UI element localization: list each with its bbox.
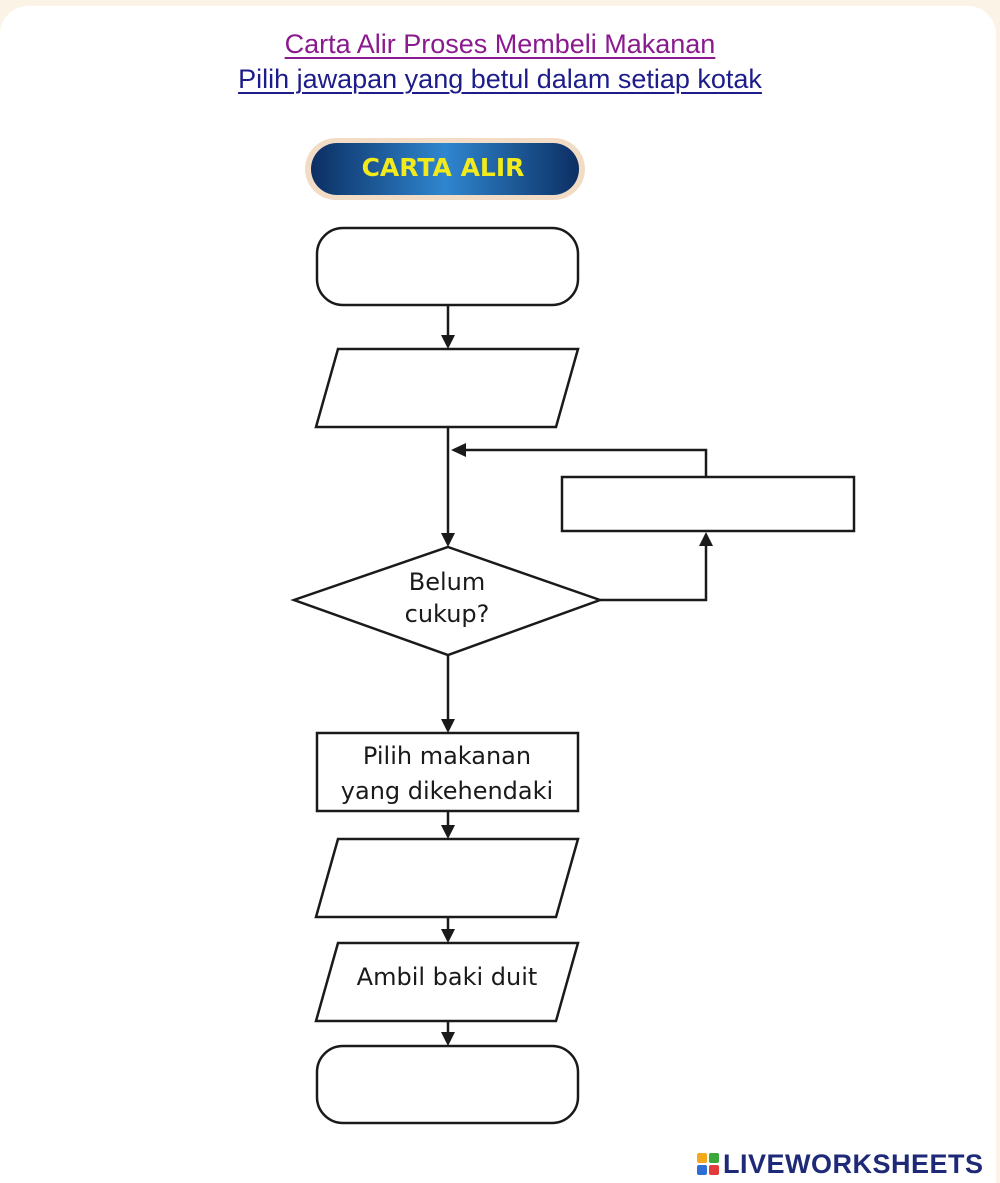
select-food-process (315, 731, 580, 813)
take-change-io (314, 941, 580, 1023)
arrowhead-icon (441, 335, 455, 349)
decision-label-line1: Belum (409, 568, 486, 596)
logo-square-3 (697, 1165, 707, 1175)
loop-process-answer-box[interactable] (560, 475, 856, 533)
arrowhead-icon (699, 532, 713, 546)
flowchart-badge: CARTA ALIR (305, 138, 585, 200)
logo-square-4 (709, 1165, 719, 1175)
badge-pill (311, 143, 579, 195)
badge-label: CARTA ALIR (362, 153, 525, 182)
connector-decision-to-loop (600, 545, 708, 602)
arrowhead-icon (441, 929, 455, 943)
input-2-answer-box[interactable] (314, 837, 580, 919)
input-1-answer-box[interactable] (314, 347, 580, 429)
arrowhead-icon (441, 533, 455, 547)
flowchart-connectors (441, 305, 713, 1046)
select-food-line1: Pilih makanan (363, 742, 531, 770)
liveworksheets-logo[interactable]: LIVEWORKSHEETS (697, 1147, 984, 1181)
decision-label-line2: cukup? (405, 600, 490, 628)
logo-square-1 (697, 1153, 707, 1163)
liveworksheets-logo-text: LIVEWORKSHEETS (723, 1148, 984, 1179)
worksheet-title: Carta Alir Proses Membeli Makanan (0, 28, 1000, 60)
worksheet-instruction: Pilih jawapan yang betul dalam setiap ko… (0, 63, 1000, 95)
connector-loop-return (465, 448, 708, 477)
arrowhead-icon (441, 825, 455, 839)
liveworksheets-logo-icon (697, 1153, 719, 1175)
arrowhead-icon (451, 443, 466, 457)
logo-square-2 (709, 1153, 719, 1163)
arrowhead-icon (441, 1032, 455, 1046)
select-food-line2: yang dikehendaki (341, 777, 553, 805)
start-answer-box[interactable] (315, 226, 580, 307)
decision-diamond (290, 545, 604, 657)
end-answer-box[interactable] (315, 1044, 580, 1125)
worksheet-instruction-text: Pilih jawapan yang betul dalam setiap ko… (238, 64, 762, 94)
worksheet-title-text: Carta Alir Proses Membeli Makanan (284, 29, 716, 59)
take-change-label: Ambil baki duit (357, 963, 538, 991)
arrowhead-icon (441, 719, 455, 733)
